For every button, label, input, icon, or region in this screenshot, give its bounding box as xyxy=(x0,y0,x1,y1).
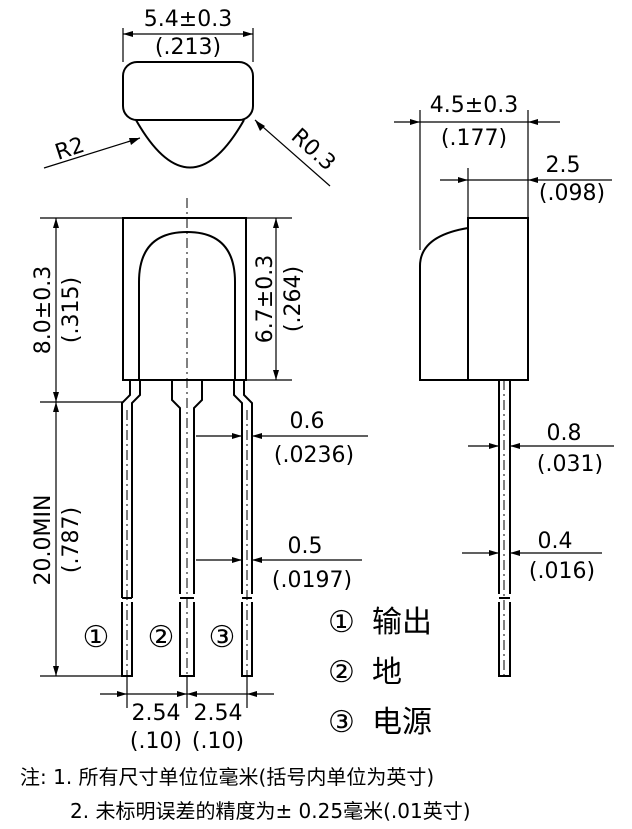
lens-depth-in: (.098) xyxy=(539,181,605,206)
legend-3-num: ③ xyxy=(328,705,355,740)
side-depth-mm: 4.5±0.3 xyxy=(430,93,518,118)
radius-r2: R2 xyxy=(52,133,88,166)
lead-narrow-in: (.0197) xyxy=(272,568,352,593)
body-height-in: (.315) xyxy=(59,277,84,343)
top-view: 5.4±0.3 (.213) R2 R0.3 xyxy=(43,7,340,187)
lens-height-in: (.264) xyxy=(281,266,306,332)
side-view: 4.5±0.3 (.177) 2.5 (.098) 0.8 (.031) 0.4… xyxy=(394,93,614,677)
notes: 注: 1. 所有尺寸单位位毫米(括号内单位为英寸) 2. 未标明误差的精度为± … xyxy=(20,765,471,823)
body-height-mm: 8.0±0.3 xyxy=(31,266,56,354)
note-line-1: 注: 1. 所有尺寸单位位毫米(括号内单位为英寸) xyxy=(20,765,434,789)
legend-1-label: 输出 xyxy=(372,605,432,640)
legend-1-num: ① xyxy=(328,605,355,640)
note-line-2: 2. 未标明误差的精度为± 0.25毫米(.01英寸) xyxy=(70,799,471,823)
pitch-1-in: (.10) xyxy=(130,729,182,754)
legend-2-label: 地 xyxy=(372,655,402,690)
lead-length-in: (.787) xyxy=(59,507,84,573)
top-width-in: (.213) xyxy=(155,35,221,60)
side-depth-in: (.177) xyxy=(441,126,507,151)
lead-width-mm: 0.6 xyxy=(290,409,325,434)
pitch-2-mm: 2.54 xyxy=(194,701,243,726)
top-body-outline xyxy=(122,61,254,121)
pitch-2-in: (.10) xyxy=(192,729,244,754)
pin-3-label: ③ xyxy=(209,620,236,655)
lead-narrow-mm: 0.5 xyxy=(288,534,323,559)
lens-depth-mm: 2.5 xyxy=(546,153,581,178)
front-body-outline xyxy=(122,217,247,381)
lead-thin-in: (.016) xyxy=(529,559,595,584)
lens-height-mm: 6.7±0.3 xyxy=(253,255,278,343)
pin-2-label: ② xyxy=(148,620,175,655)
lead-length-mm: 20.0MIN xyxy=(31,495,56,586)
front-view: 8.0±0.3 (.315) 6.7±0.3 (.264) 20.0MIN (.… xyxy=(31,198,368,754)
pitch-1-mm: 2.54 xyxy=(132,701,181,726)
top-lens-dome xyxy=(135,119,245,169)
legend-2-num: ② xyxy=(328,655,355,690)
lead-thick-in: (.031) xyxy=(537,452,603,477)
lead-thick-mm: 0.8 xyxy=(547,421,582,446)
lead-width-in: (.0236) xyxy=(274,443,354,468)
top-width-mm: 5.4±0.3 xyxy=(144,7,232,32)
lead-thin-mm: 0.4 xyxy=(538,529,573,554)
radius-r03: R0.3 xyxy=(286,124,340,176)
legend-3-label: 电源 xyxy=(372,705,432,740)
pin-legend: ① 输出 ② 地 ③ 电源 xyxy=(328,605,432,740)
side-body-outline xyxy=(419,217,529,381)
pin-1-label: ① xyxy=(83,620,110,655)
